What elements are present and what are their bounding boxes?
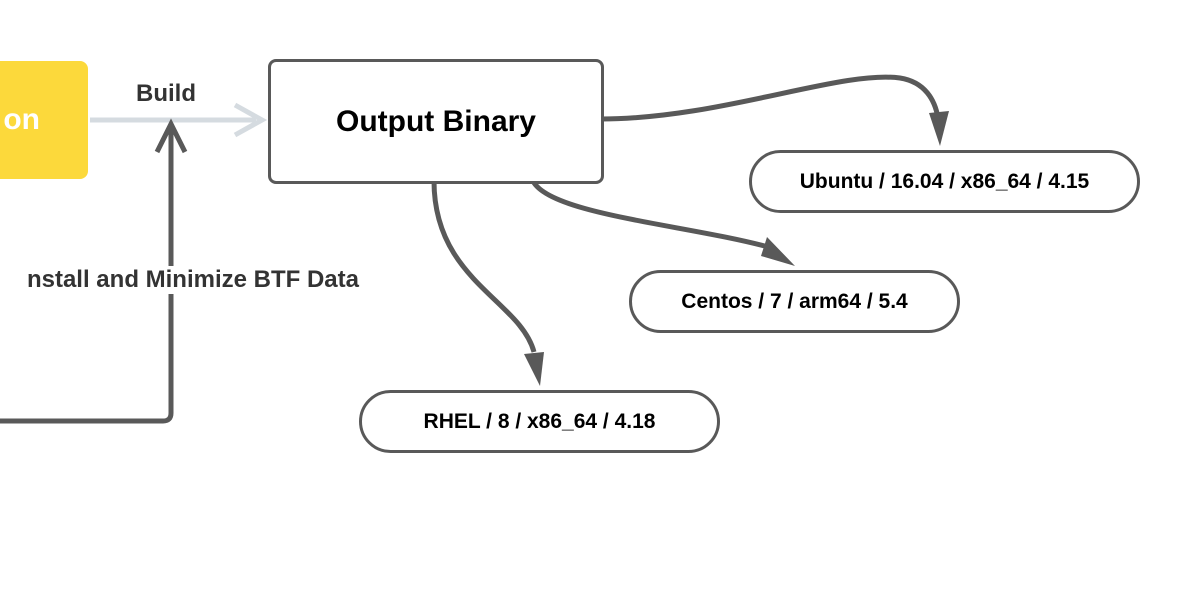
ubuntu-target-node: Ubuntu / 16.04 / x86_64 / 4.15 [749,150,1140,213]
rhel-target-node: RHEL / 8 / x86_64 / 4.18 [359,390,720,453]
build-edge-label: Build [136,80,196,107]
ubuntu-edge-line [600,74,941,122]
install-edge-arrowhead [154,118,188,154]
rhel-edge-line [431,180,537,353]
install-edge-line [0,126,174,424]
application-node: on [0,61,88,179]
install-minimize-edge-label: nstall and Minimize BTF Data [26,266,359,294]
output-binary-node: Output Binary [268,59,604,184]
application-node-label: on [3,103,40,136]
rhel-edge-arrowhead [524,352,544,386]
ubuntu-edge-arrowhead [929,111,949,146]
centos-edge-line [530,179,773,251]
centos-edge-arrowhead [761,237,795,266]
centos-target-node: Centos / 7 / arm64 / 5.4 [629,270,960,333]
build-edge-arrowhead [233,102,268,138]
